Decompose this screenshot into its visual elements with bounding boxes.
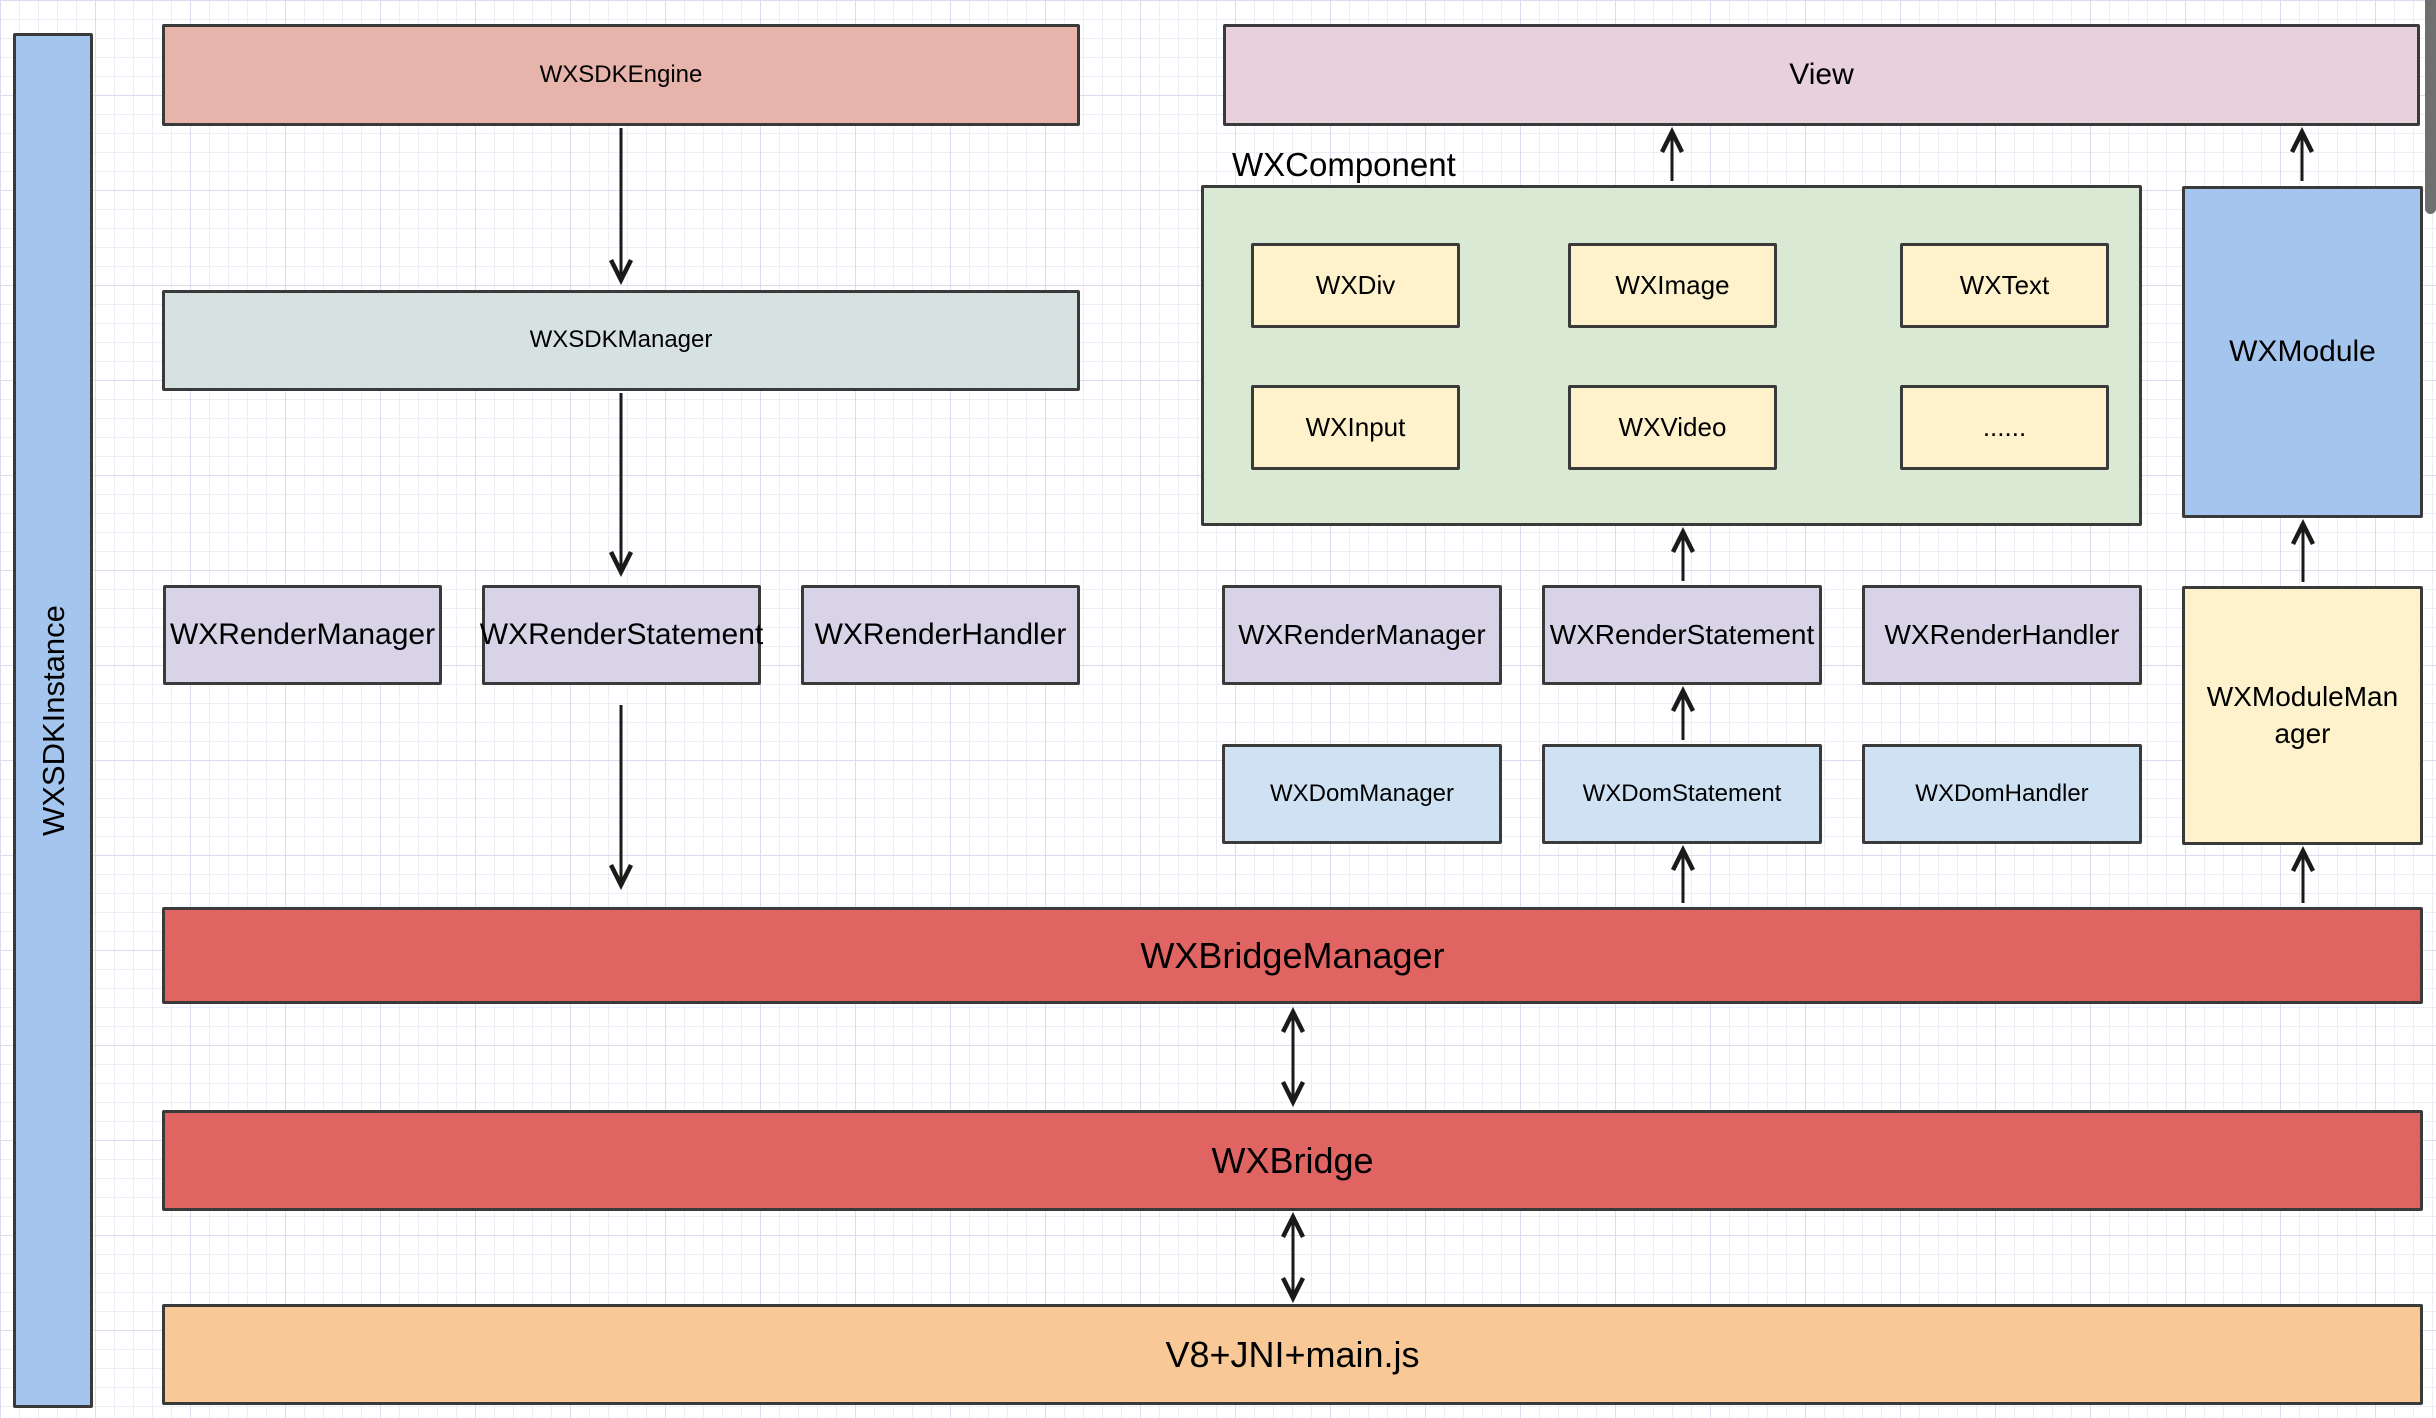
wxdommanager-box[interactable]: WXDomManager bbox=[1222, 744, 1502, 844]
wximage-box[interactable]: WXImage bbox=[1568, 243, 1777, 328]
wxsdkengine-label: WXSDKEngine bbox=[539, 60, 703, 88]
view-box[interactable]: View bbox=[1223, 24, 2420, 126]
wxsdkinstance-label: WXSDKInstance bbox=[35, 605, 71, 836]
wxbridgemanager-label: WXBridgeManager bbox=[1140, 934, 1445, 976]
left-wxrenderhandler-box[interactable]: WXRenderHandler bbox=[801, 585, 1080, 685]
wxsdkinstance-bar[interactable]: WXSDKInstance bbox=[13, 33, 93, 1408]
right-wxrenderhandler-box[interactable]: WXRenderHandler bbox=[1862, 585, 2142, 685]
right-wxrendermanager-label: WXRenderManager bbox=[1238, 619, 1486, 651]
wxbridgemanager-bar[interactable]: WXBridgeManager bbox=[162, 907, 2423, 1004]
right-wxrendermanager-box[interactable]: WXRenderManager bbox=[1222, 585, 1502, 685]
wxcomponent-group-container[interactable] bbox=[1201, 185, 2142, 526]
wxmodulemanager-label: WXModuleManager bbox=[2206, 681, 2399, 749]
wxvideo-label: WXVideo bbox=[1618, 411, 1727, 442]
left-wxrenderstatement-label: WXRenderStatement bbox=[479, 618, 764, 651]
wxtext-label: WXText bbox=[1959, 269, 2050, 300]
wxsdkmanager-label: WXSDKManager bbox=[529, 326, 713, 354]
wxsdkengine-box[interactable]: WXSDKEngine bbox=[162, 24, 1080, 126]
view-label: View bbox=[1789, 58, 1854, 91]
components-ellipsis-label: ...... bbox=[1982, 411, 2027, 442]
wxbridge-label: WXBridge bbox=[1211, 1139, 1374, 1181]
wxmodule-box[interactable]: WXModule bbox=[2182, 186, 2423, 518]
wxdommanager-label: WXDomManager bbox=[1269, 779, 1455, 807]
wxmodule-label: WXModule bbox=[2229, 335, 2376, 368]
wxbridge-bar[interactable]: WXBridge bbox=[162, 1110, 2423, 1211]
wxmodulemanager-box[interactable]: WXModuleManager bbox=[2182, 586, 2423, 845]
wximage-label: WXImage bbox=[1615, 269, 1730, 300]
runtime-label: V8+JNI+main.js bbox=[1165, 1333, 1420, 1375]
components-ellipsis-box[interactable]: ...... bbox=[1900, 385, 2109, 470]
right-wxrenderhandler-label: WXRenderHandler bbox=[1884, 619, 2120, 651]
wxdiv-box[interactable]: WXDiv bbox=[1251, 243, 1460, 328]
runtime-bar[interactable]: V8+JNI+main.js bbox=[162, 1304, 2423, 1405]
wxvideo-box[interactable]: WXVideo bbox=[1568, 385, 1777, 470]
wxtext-box[interactable]: WXText bbox=[1900, 243, 2109, 328]
right-wxrenderstatement-box[interactable]: WXRenderStatement bbox=[1542, 585, 1822, 685]
wxdomstatement-box[interactable]: WXDomStatement bbox=[1542, 744, 1822, 844]
wxinput-label: WXInput bbox=[1305, 411, 1406, 442]
wxdomhandler-box[interactable]: WXDomHandler bbox=[1862, 744, 2142, 844]
right-wxrenderstatement-label: WXRenderStatement bbox=[1549, 619, 1815, 651]
vertical-scrollbar-thumb[interactable] bbox=[2425, 0, 2436, 214]
wxdomhandler-label: WXDomHandler bbox=[1915, 779, 2089, 807]
wxdomstatement-label: WXDomStatement bbox=[1582, 779, 1782, 807]
left-wxrenderhandler-label: WXRenderHandler bbox=[814, 618, 1067, 651]
left-wxrendermanager-box[interactable]: WXRenderManager bbox=[163, 585, 442, 685]
wxinput-box[interactable]: WXInput bbox=[1251, 385, 1460, 470]
left-wxrendermanager-label: WXRenderManager bbox=[169, 618, 436, 651]
wxcomponent-group-label: WXComponent bbox=[1232, 146, 1456, 183]
wxdiv-label: WXDiv bbox=[1315, 269, 1396, 300]
wxsdkmanager-box[interactable]: WXSDKManager bbox=[162, 290, 1080, 391]
left-wxrenderstatement-box[interactable]: WXRenderStatement bbox=[479, 585, 764, 685]
